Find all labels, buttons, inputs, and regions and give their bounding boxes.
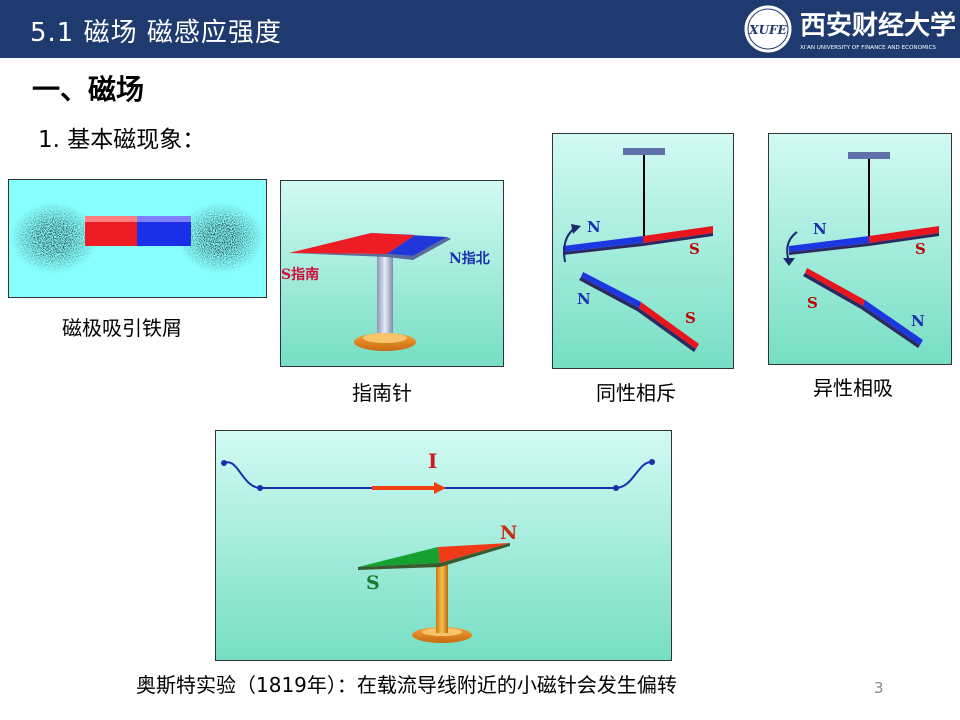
repel-upper-north — [563, 236, 643, 252]
compass-south-label: S指南 — [281, 266, 319, 283]
repel-upper-south — [643, 226, 713, 243]
compass-needle-north — [371, 233, 447, 256]
oersted-n-label: N — [500, 522, 517, 544]
magnet-north-half — [85, 222, 137, 246]
oersted-compass-pillar — [436, 563, 448, 633]
magnet-caption: 磁极吸引铁屑 — [62, 316, 182, 340]
attract-lower-s-label: S — [807, 294, 818, 312]
compass-pillar — [377, 253, 393, 333]
university-english: XI'AN UNIVERSITY OF FINANCE AND ECONOMIC… — [800, 45, 936, 51]
university-name: 西安财经大学 — [800, 10, 955, 41]
university-logo: XUFE 西安财经大学 XI'AN UNIVERSITY OF FINANCE … — [743, 4, 955, 54]
repel-figure: N S N S — [552, 133, 734, 369]
repel-support — [623, 148, 665, 155]
attract-lower-north — [863, 300, 923, 345]
header-bar: 5.1 磁场 磁感应强度 XUFE 西安财经大学 XI'AN UNIVERSIT… — [0, 0, 960, 58]
attract-caption: 异性相吸 — [813, 376, 893, 400]
oersted-figure: I N S — [215, 430, 672, 661]
attract-lower-south — [805, 268, 865, 306]
repel-lower-south — [639, 302, 699, 349]
magnet-top-blue — [137, 216, 191, 222]
oersted-s-label: S — [366, 572, 380, 594]
oersted-needle-north — [438, 543, 510, 563]
repel-upper-s-label: S — [689, 240, 700, 258]
compass-needle-south — [289, 233, 415, 254]
attract-support — [848, 152, 890, 159]
compass-north-label: N指北 — [449, 250, 490, 267]
attract-lower-n-label: N — [911, 312, 925, 330]
magnet-top-red — [85, 216, 137, 222]
repel-caption: 同性相斥 — [596, 381, 676, 405]
repel-lower-north — [581, 272, 641, 308]
compass-caption: 指南针 — [352, 381, 412, 405]
attract-upper-south — [869, 226, 939, 243]
repel-lower-s-label: S — [685, 309, 696, 327]
attract-upper-north — [789, 236, 869, 252]
repel-lower-n-label: N — [577, 290, 591, 308]
repel-upper-n-label: N — [587, 218, 601, 236]
attract-upper-s-label: S — [915, 240, 926, 258]
logo-emblem-text: XUFE — [748, 23, 787, 37]
oersted-caption: 奥斯特实验（1819年）：在载流导线附近的小磁针会发生偏转 — [136, 673, 677, 697]
magnet-south-half — [137, 222, 191, 246]
oersted-needle-south — [358, 547, 440, 567]
compass-figure: S指南 N指北 — [280, 180, 504, 367]
page-number: 3 — [874, 679, 884, 697]
current-arrow — [372, 486, 438, 490]
magnet-figure — [8, 179, 267, 298]
current-label: I — [428, 449, 437, 473]
slide-title: 5.1 磁场 磁感应强度 — [30, 18, 282, 48]
sub-heading: 1. 基本磁现象： — [38, 127, 206, 153]
section-heading: 一、磁场 — [32, 73, 145, 106]
attract-figure: N S S N — [768, 133, 952, 365]
attract-upper-n-label: N — [813, 220, 827, 238]
